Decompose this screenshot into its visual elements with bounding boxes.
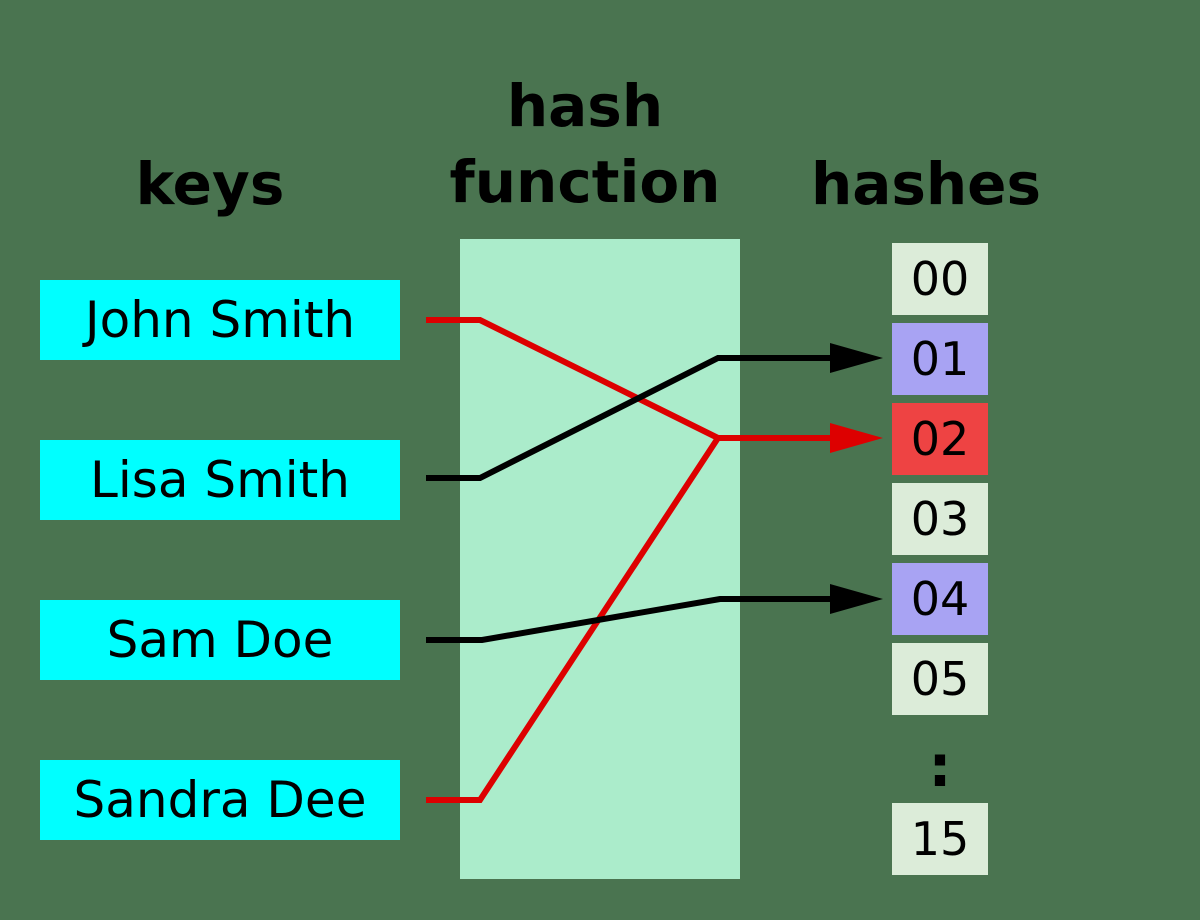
hash-function-band (460, 239, 740, 879)
hash-function-title: hash function (435, 68, 735, 220)
hash-function-title-line1: hash (506, 72, 664, 140)
hash-slot-00: 00 (892, 243, 988, 315)
arrowhead-to-slot-01 (830, 343, 883, 373)
hash-slot-15: 15 (892, 803, 988, 875)
keys-column-title: keys (135, 150, 285, 218)
slots-ellipsis: : (928, 732, 952, 800)
hash-slot-03: 03 (892, 483, 988, 555)
arrowhead-to-slot-02 (830, 423, 883, 453)
hash-slot-01: 01 (892, 323, 988, 395)
hash-slot-02: 02 (892, 403, 988, 475)
hash-function-title-line2: function (449, 148, 721, 216)
key-box-sam-doe: Sam Doe (40, 600, 400, 680)
key-box-sandra-dee: Sandra Dee (40, 760, 400, 840)
key-box-john-smith: John Smith (40, 280, 400, 360)
hashes-column-title: hashes (810, 150, 1042, 218)
arrowhead-to-slot-04 (830, 584, 883, 614)
key-box-lisa-smith: Lisa Smith (40, 440, 400, 520)
hash-slot-04: 04 (892, 563, 988, 635)
hash-slot-05: 05 (892, 643, 988, 715)
